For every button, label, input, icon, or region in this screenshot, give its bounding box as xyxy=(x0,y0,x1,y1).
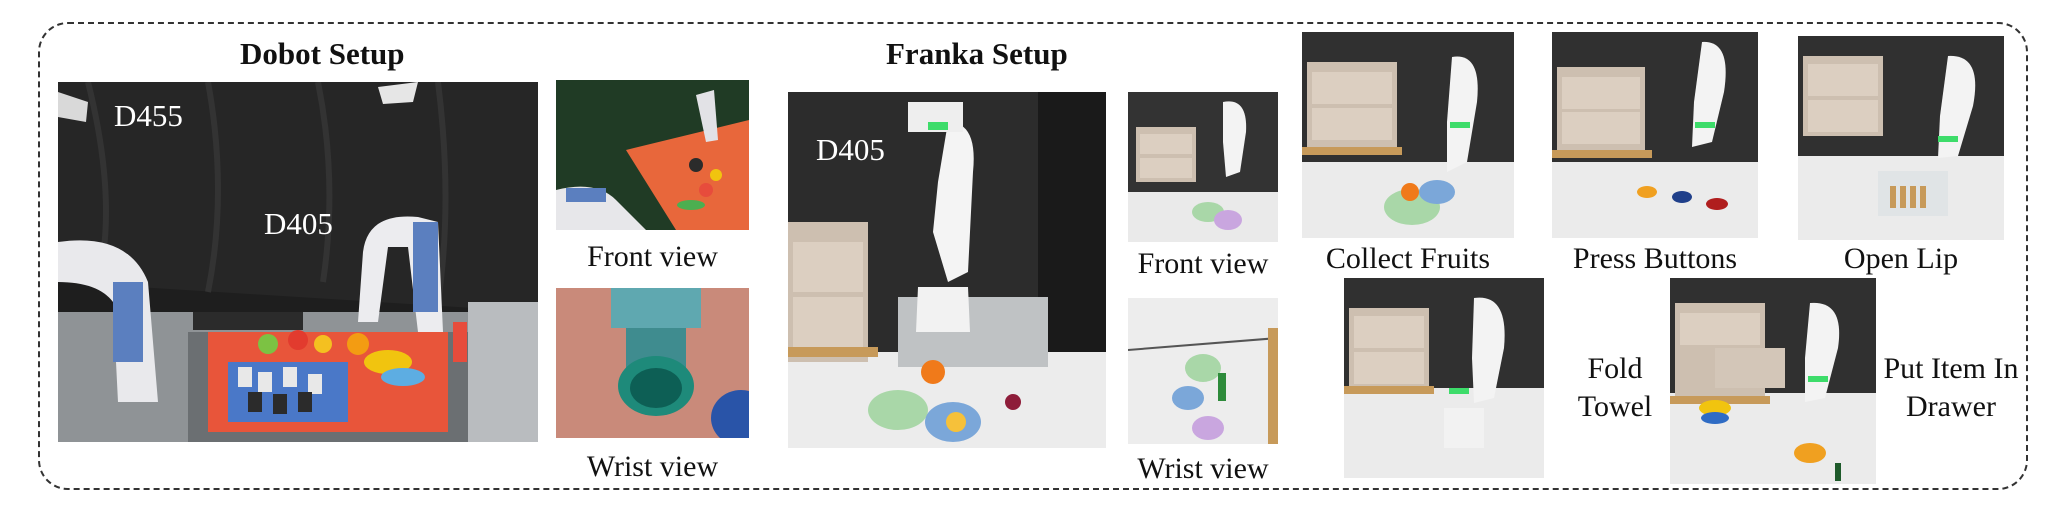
task-label-press-buttons: Press Buttons xyxy=(1572,242,1738,275)
dobot-wrist-view-caption: Wrist view xyxy=(586,450,719,483)
d455-camera-label: D455 xyxy=(114,98,183,133)
dobot-main-photo: D455 D405 xyxy=(58,82,538,442)
dobot-wrist-view-photo xyxy=(556,288,749,438)
dobot-front-view-photo xyxy=(556,80,749,230)
franka-main-photo: D405 xyxy=(788,92,1106,448)
franka-setup-title: Franka Setup xyxy=(886,36,1068,71)
d405-camera-label: D405 xyxy=(264,206,333,241)
task-label-put-item-in-drawer: Put Item In Drawer xyxy=(1883,352,2019,423)
franka-wrist-view-caption: Wrist view xyxy=(1137,452,1269,485)
dobot-setup-title: Dobot Setup xyxy=(240,36,405,71)
dashed-border-frame xyxy=(38,22,2028,490)
task-label-open-lip: Open Lip xyxy=(1843,242,1959,275)
dobot-front-view-caption: Front view xyxy=(587,240,718,273)
franka-wrist-view-photo xyxy=(1128,298,1278,444)
task-label-collect-fruits: Collect Fruits xyxy=(1325,242,1491,275)
task-photo-press-buttons xyxy=(1552,32,1758,238)
franka-d405-camera-label: D405 xyxy=(816,132,885,167)
franka-front-view-caption: Front view xyxy=(1137,247,1269,280)
task-label-fold-towel: Fold Towel xyxy=(1577,352,1653,423)
task-photo-put-item-in-drawer xyxy=(1670,278,1876,484)
task-photo-open-lip xyxy=(1798,36,2004,240)
task-photo-fold-towel xyxy=(1344,278,1544,478)
franka-front-view-photo xyxy=(1128,92,1278,242)
task-photo-collect-fruits xyxy=(1302,32,1514,238)
